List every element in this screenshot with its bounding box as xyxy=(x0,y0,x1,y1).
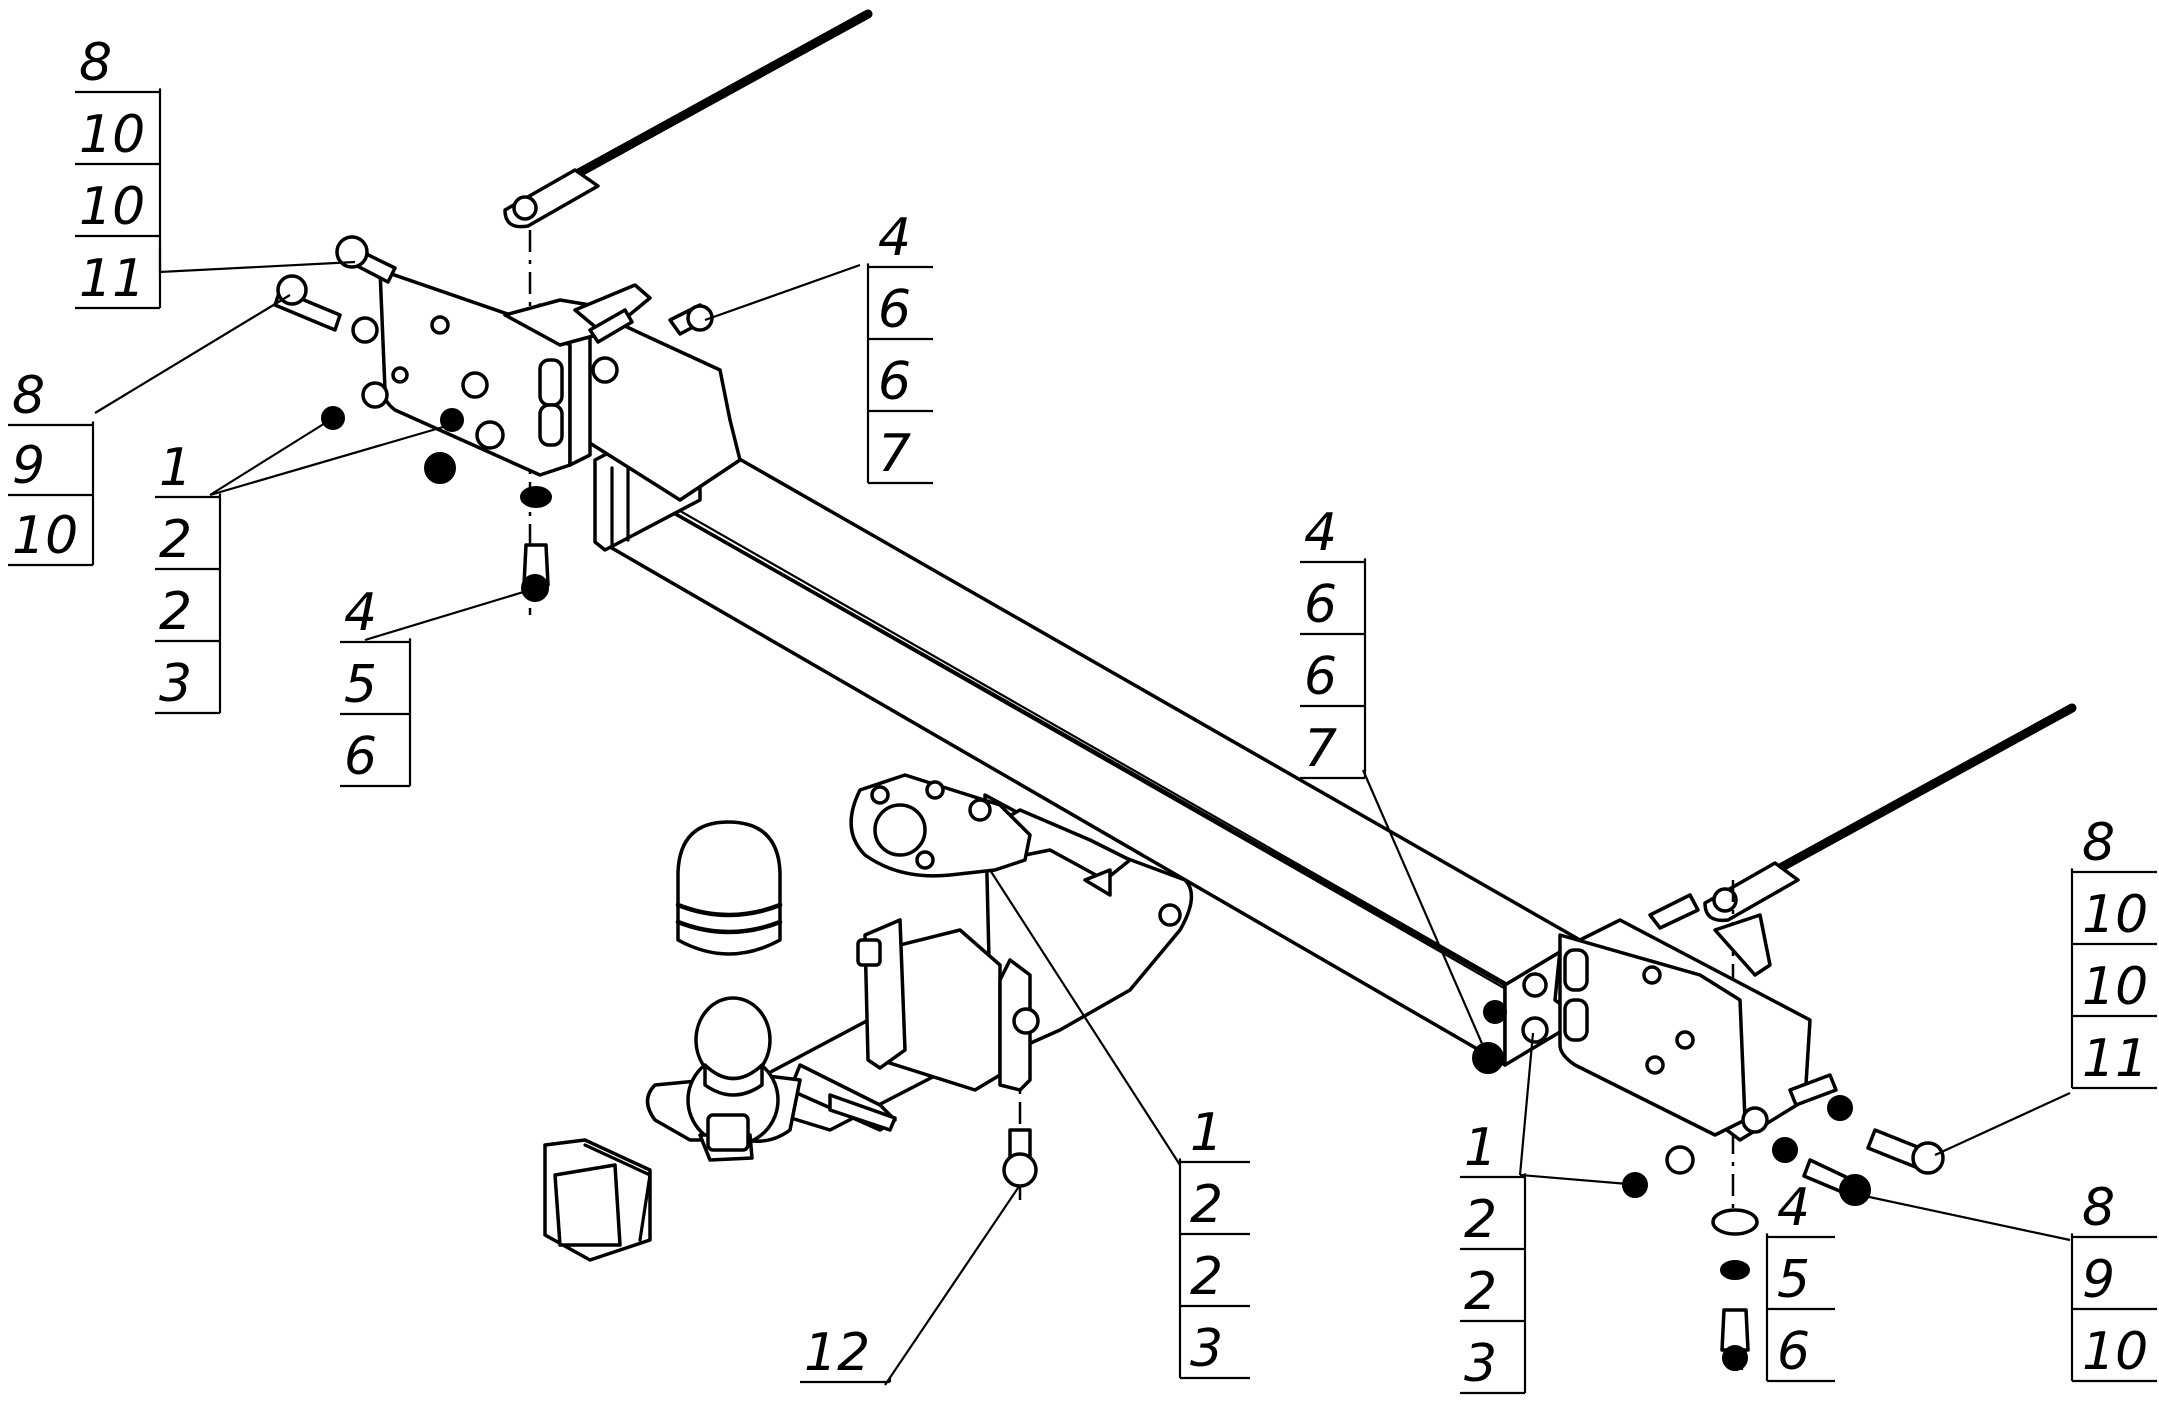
callout-number: 10 xyxy=(79,105,145,165)
callout-number: 4 xyxy=(1777,1178,1810,1238)
callout-number: 7 xyxy=(878,424,911,484)
callout-number: 4 xyxy=(1304,503,1337,563)
callout-number: 10 xyxy=(79,177,145,237)
callout-number: 6 xyxy=(878,352,911,412)
callout-number: 4 xyxy=(344,583,377,643)
callout-left-top-bolt: 4 6 6 7 xyxy=(866,208,933,485)
callout-number: 8 xyxy=(79,33,112,93)
callout-left-nuts: 1 2 2 3 xyxy=(155,438,222,715)
callout-right-bottom-bolt: 4 5 6 xyxy=(1765,1178,1835,1383)
callout-number: 2 xyxy=(1464,1190,1497,1250)
end-plug xyxy=(543,1138,652,1262)
callout-number: 5 xyxy=(1777,1250,1810,1310)
callout-number: 1 xyxy=(159,438,192,498)
callout-number: 10 xyxy=(2082,885,2148,945)
callout-number: 4 xyxy=(878,208,911,268)
callout-number: 1 xyxy=(1464,1118,1497,1178)
callout-left-bolt: 8 9 10 xyxy=(8,366,95,567)
callout-number: 6 xyxy=(1304,575,1337,635)
callout-number: 2 xyxy=(1190,1175,1223,1235)
callout-top-left-bolt: 8 10 10 11 xyxy=(75,33,162,310)
callout-number: 10 xyxy=(2082,1322,2148,1382)
callout-number: 2 xyxy=(1464,1262,1497,1322)
right-bracket xyxy=(1521,913,1812,1142)
callout-number: 3 xyxy=(159,654,192,714)
callout-number: 5 xyxy=(344,655,377,715)
socket-mounting-plate xyxy=(849,773,1032,878)
right-cable xyxy=(1703,703,2077,923)
callout-number: 6 xyxy=(1777,1322,1810,1382)
callout-number: 8 xyxy=(2082,1178,2115,1238)
callout-number: 11 xyxy=(79,249,145,309)
callout-left-bottom-bolt: 4 5 6 xyxy=(340,583,412,788)
callout-center-bolt: 4 6 6 7 xyxy=(1300,503,1367,780)
callout-labels: 8101011891012234564667466781010118910456… xyxy=(8,33,2157,1395)
callout-bottom-bolt: 12 xyxy=(800,1323,892,1384)
callout-number: 2 xyxy=(159,510,192,570)
callout-right-bolt: 8 9 10 xyxy=(2070,1178,2157,1383)
callout-number: 3 xyxy=(1464,1334,1497,1394)
callout-number: 3 xyxy=(1190,1319,1223,1379)
bottom-bolt xyxy=(1002,1128,1038,1188)
callout-number: 9 xyxy=(2082,1250,2115,1310)
callout-number: 8 xyxy=(12,366,45,426)
ball-cap xyxy=(675,820,783,956)
callout-number: 7 xyxy=(1304,719,1337,779)
callout-center-nuts: 1 2 2 3 xyxy=(1178,1103,1250,1380)
callout-number: 6 xyxy=(344,727,377,787)
leader-lines xyxy=(94,247,2071,1386)
callout-number: 6 xyxy=(878,280,911,340)
callout-number: 2 xyxy=(1190,1247,1223,1307)
drawbar-assembly xyxy=(645,793,1194,1162)
callout-number: 11 xyxy=(2082,1029,2148,1089)
callout-right-nuts: 1 2 2 3 xyxy=(1460,1118,1527,1395)
callout-number: 8 xyxy=(2082,813,2115,873)
left-cable xyxy=(503,9,873,229)
callout-number: 10 xyxy=(2082,957,2148,1017)
callout-number: 9 xyxy=(12,436,45,496)
callout-number: 12 xyxy=(804,1323,870,1383)
callout-number: 6 xyxy=(1304,647,1337,707)
callout-right-top-bolt: 8 10 10 11 xyxy=(2070,813,2157,1090)
left-bracket xyxy=(378,268,742,502)
callout-number: 1 xyxy=(1190,1103,1223,1163)
callout-number: 10 xyxy=(12,506,78,566)
callout-number: 2 xyxy=(159,582,192,642)
